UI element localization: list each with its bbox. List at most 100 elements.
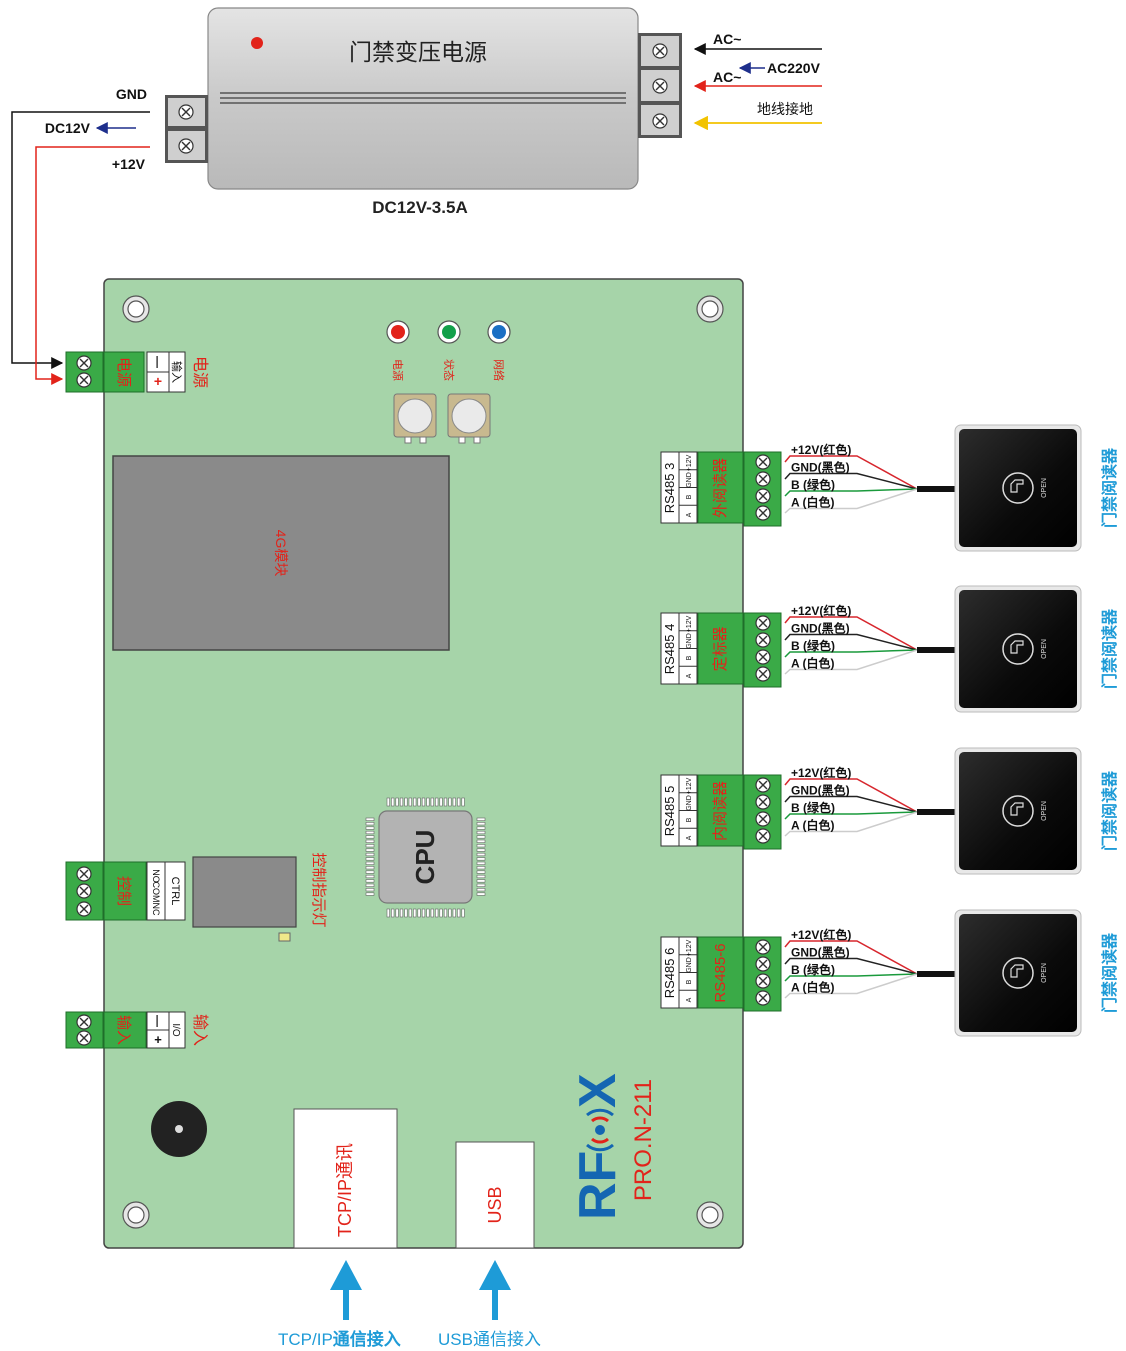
input-terminal-label: 输入 <box>115 1015 132 1045</box>
reader-open-text: OPEN <box>1041 639 1048 659</box>
brand-wave-icon <box>586 1108 614 1152</box>
input-plus: + <box>154 1032 162 1047</box>
led-status: 状态 <box>437 320 461 381</box>
usb-port-label: USB <box>485 1186 505 1223</box>
rs485-port-label: 内阅读器 <box>712 781 729 841</box>
reader-label: 门禁阅读器 <box>1100 932 1119 1013</box>
bottom-connections: TCP/IP通信接入 USB通信接入 <box>278 1260 541 1349</box>
hand-icon <box>1010 640 1024 654</box>
usb-arrow <box>479 1260 511 1320</box>
power-supply: 门禁变压电源 DC12V-3.5A <box>165 7 682 217</box>
rs485-pin-label: A <box>686 835 693 840</box>
reader-wires: +12V(红色)GND(黑色)B (绿色)A (白色) <box>784 927 959 999</box>
rs485-pin-label: GND <box>686 633 693 649</box>
psu-indicator-led <box>251 37 263 49</box>
rs485-bus-label: RS485 6 <box>662 948 677 999</box>
led-power: 电源 <box>386 320 410 381</box>
brand-x: X <box>569 1073 627 1108</box>
access-card-reader: OPEN 门禁阅读器 <box>954 585 1119 713</box>
access-card-reader: OPEN 门禁阅读器 <box>954 747 1119 875</box>
wire-label: GND(黑色) <box>791 945 850 960</box>
input-side-label: 输入 <box>191 1014 209 1046</box>
rs485-ports: RS485 3 A B GND +12V 外阅读器 +12V(红色) GND(黑色) B (绿色… <box>660 424 1119 1037</box>
rs485-port-label: RS485-6 <box>712 943 729 1002</box>
wire-label: GND(黑色) <box>791 621 850 636</box>
reader-label: 门禁阅读器 <box>1100 770 1119 851</box>
rs485-port-label: 外阅读器 <box>712 458 729 518</box>
input-io-label: I/O <box>170 1023 181 1037</box>
rs485-pin-label: A <box>686 997 693 1002</box>
hand-icon <box>1010 479 1024 493</box>
input-terminal: 输入 — + I/O 输入 <box>65 1011 209 1049</box>
led-power-label: 电源 <box>391 359 405 381</box>
rs485-pin-label: B <box>686 979 693 984</box>
tcpip-port[interactable]: TCP/IP通讯 <box>293 1108 398 1249</box>
rs485-pin-label: +12V <box>686 777 693 794</box>
power-terminal-label: 电源 <box>115 357 132 387</box>
rs485-pin-label: A <box>686 673 693 678</box>
control-indicator-label: 控制指示灯 <box>310 852 327 927</box>
tcpip-access-suffix: 通信接入 <box>333 1329 401 1349</box>
wire-label: A (白色) <box>791 818 835 833</box>
button-left[interactable] <box>393 393 437 444</box>
psu-title: 门禁变压电源 <box>349 39 487 65</box>
board-model: PRO.N-211 <box>630 1079 657 1201</box>
rs485-bus-label: RS485 4 <box>662 624 677 675</box>
wire-label: GND(黑色) <box>791 460 850 475</box>
module-4g: 4G模块 <box>112 455 450 651</box>
dc12v-label: DC12V <box>45 120 91 136</box>
tcpip-access-label: TCP/IP通信接入 <box>278 1329 401 1349</box>
ground-label: 地线接地 <box>757 101 813 117</box>
reader-open-text: OPEN <box>1041 801 1048 821</box>
tcpip-arrow <box>330 1260 362 1320</box>
ac220-label: AC220V <box>767 60 821 76</box>
reader-open-text: OPEN <box>1041 478 1048 498</box>
button-right[interactable] <box>447 393 491 444</box>
ac-bottom-label: AC~ <box>713 69 741 85</box>
usb-port[interactable]: USB <box>455 1141 535 1249</box>
reader-wires: +12V(红色)GND(黑色)B (绿色)A (白色) <box>784 765 959 837</box>
wire-label: GND(黑色) <box>791 783 850 798</box>
reader-label: 门禁阅读器 <box>1100 608 1119 689</box>
usb-access-label: USB通信接入 <box>438 1330 541 1349</box>
power-minus: — <box>151 356 165 368</box>
rs485-pin-label: B <box>686 817 693 822</box>
plus12v-label: +12V <box>112 156 146 172</box>
psu-model: DC12V-3.5A <box>372 198 467 217</box>
led-network: 网络 <box>487 320 511 381</box>
relay: 控制指示灯 <box>192 852 327 942</box>
power-plus: + <box>154 373 162 389</box>
module-4g-label: 4G模块 <box>273 530 289 577</box>
tcpip-port-label: TCP/IP通讯 <box>335 1143 355 1237</box>
control-terminal: 控制 CTRL NO COM NC <box>65 861 186 921</box>
power-terminal: 电源 — + 输入 电源 <box>65 351 209 393</box>
wire-label: +12V(红色) <box>791 442 851 457</box>
reader-wires: +12V(红色)GND(黑色)B (绿色)A (白色) <box>784 442 959 514</box>
status-leds: 电源 状态 网络 <box>386 320 511 381</box>
rs485-pin-label: +12V <box>686 454 693 471</box>
control-no-pin: NO <box>151 869 161 883</box>
led-status-label: 状态 <box>442 359 456 381</box>
hand-icon <box>1010 802 1024 816</box>
rs485-pin-label: B <box>686 494 693 499</box>
gnd-label: GND <box>116 86 147 102</box>
power-side-label: 电源 <box>191 356 209 388</box>
buzzer <box>151 1101 207 1157</box>
reader-open-text: OPEN <box>1041 963 1048 983</box>
tcpip-access-prefix: TCP/IP <box>278 1330 333 1349</box>
wire-label: A (白色) <box>791 656 835 671</box>
hand-icon <box>1010 964 1024 978</box>
rs485-bus-label: RS485 3 <box>662 463 677 514</box>
ac-wiring: AC~ AC~ AC220V 地线接地 <box>693 31 822 131</box>
rs485-port-label: 定标器 <box>712 626 729 671</box>
rs485-pin-label: A <box>686 512 693 517</box>
control-terminal-label: 控制 <box>115 876 132 906</box>
wire-label: B (绿色) <box>791 962 835 977</box>
wire-label: +12V(红色) <box>791 765 851 780</box>
rs485-pin-label: B <box>686 655 693 660</box>
rs485-bus-label: RS485 5 <box>662 786 677 837</box>
